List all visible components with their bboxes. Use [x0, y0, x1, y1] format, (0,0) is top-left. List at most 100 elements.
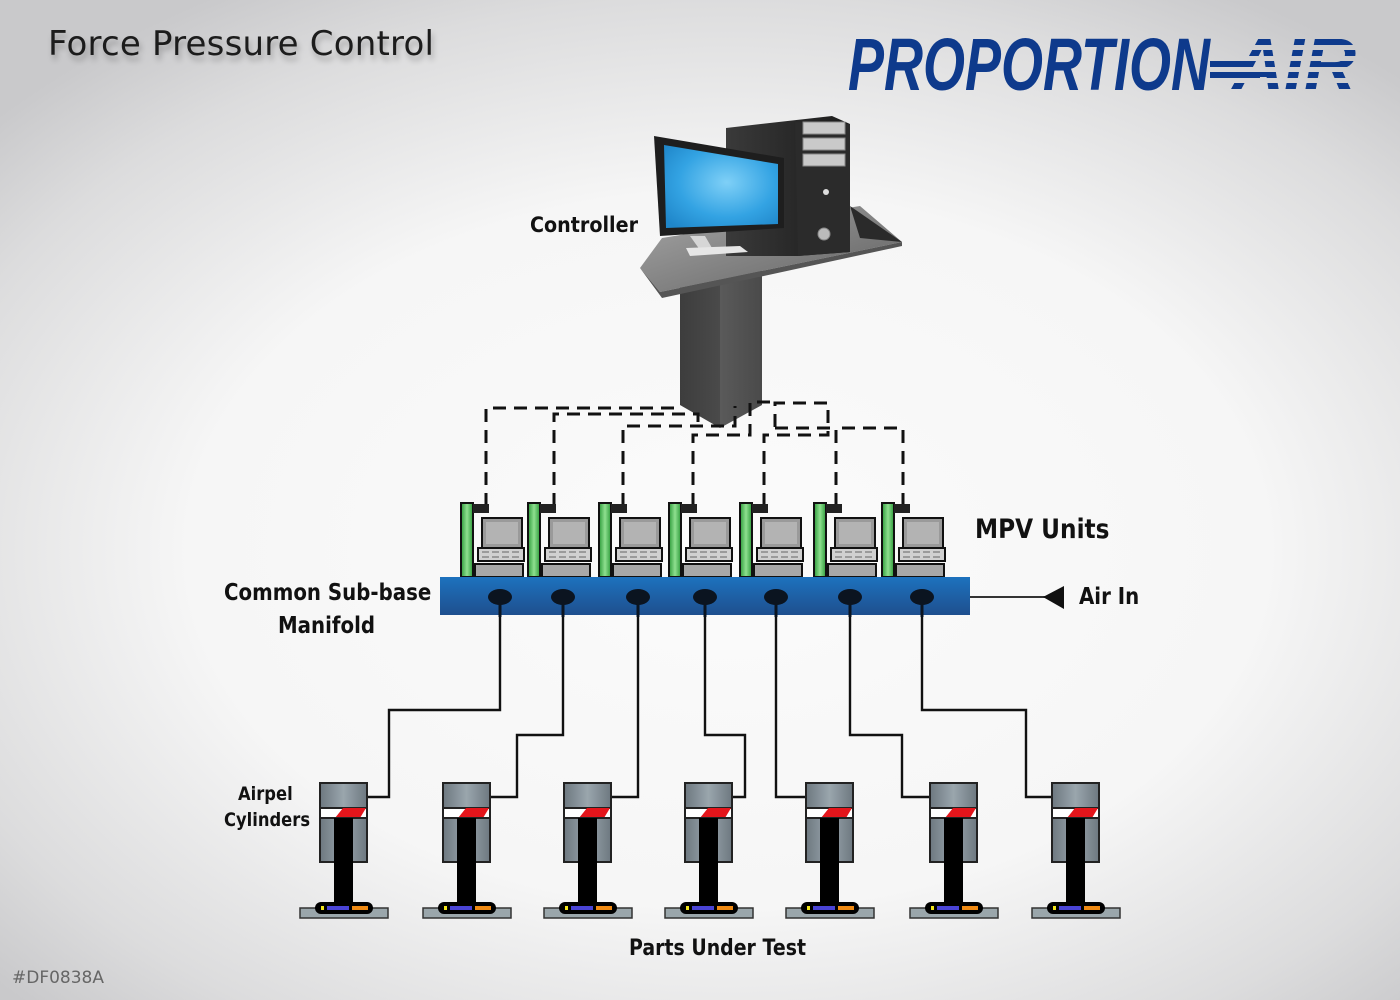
- mpv-green-rail: [668, 502, 682, 578]
- piston-seal: [335, 808, 366, 818]
- mpv-keypad: [830, 547, 878, 562]
- mpv-green-rail: [460, 502, 474, 578]
- mpv-connector: [681, 504, 697, 513]
- cylinder-rod: [1066, 818, 1085, 908]
- airpel-cylinder: [422, 782, 512, 919]
- logo-wordmark-air: AIR: [1230, 23, 1356, 102]
- control-signal-line: [552, 412, 700, 506]
- parts-under-test-label: Parts Under Test: [629, 936, 807, 961]
- piston-seal: [458, 808, 489, 818]
- air-supply-line: [920, 617, 1052, 799]
- cylinders-label-line1: Airpel: [238, 783, 293, 805]
- control-signal-line: [762, 401, 830, 506]
- mpv-unit: [813, 502, 878, 578]
- control-signal-line: [621, 406, 737, 506]
- mpv-unit: [598, 502, 663, 578]
- cylinder-head: [563, 782, 612, 809]
- mpv-base: [612, 563, 662, 578]
- mpv-keypad: [477, 547, 525, 562]
- cylinder-rod: [457, 818, 476, 908]
- mpv-base: [827, 563, 877, 578]
- part-under-test: [422, 902, 512, 919]
- piston-seal: [945, 808, 976, 818]
- mpv-connector: [826, 504, 842, 513]
- part-under-test: [299, 902, 389, 919]
- mpv-base: [682, 563, 732, 578]
- mpv-connector: [473, 504, 489, 513]
- controller-label: Controller: [530, 213, 639, 237]
- cylinder-head: [1051, 782, 1100, 809]
- airpel-cylinder: [785, 782, 875, 919]
- control-signal-line: [484, 406, 680, 506]
- mpv-connector: [540, 504, 556, 513]
- manifold-label-line2: Manifold: [278, 613, 376, 639]
- mpv-base: [541, 563, 591, 578]
- control-signal-lines: [484, 400, 905, 506]
- airpel-cylinder: [543, 782, 633, 919]
- mpv-keypad: [685, 547, 733, 562]
- piston-seal: [700, 808, 731, 818]
- mpv-units-label: MPV Units: [975, 514, 1110, 545]
- mpv-connector: [611, 504, 627, 513]
- air-supply-line: [848, 617, 930, 799]
- mpv-unit: [739, 502, 804, 578]
- mpv-unit: [881, 502, 946, 578]
- mpv-base: [753, 563, 803, 578]
- cylinder-head: [442, 782, 491, 809]
- control-signal-line: [775, 426, 838, 506]
- cylinders-label-line2: Cylinders: [224, 809, 311, 831]
- airpel-cylinder: [664, 782, 754, 919]
- manifold-label-line1: Common Sub-base: [224, 580, 432, 606]
- logo-wordmark-proportion: PROPORTION: [848, 23, 1211, 102]
- cylinder-head: [929, 782, 978, 809]
- page-title: Force Pressure Control: [48, 24, 435, 64]
- mpv-green-rail: [881, 502, 895, 578]
- mpv-connector: [894, 504, 910, 513]
- cylinder-rod: [820, 818, 839, 908]
- mpv-keypad: [898, 547, 946, 562]
- mpv-unit: [460, 502, 525, 578]
- proportion-air-logo: PROPORTION AIR: [848, 23, 1356, 102]
- air-in-arrow-icon: [1043, 586, 1064, 609]
- manifold-ports: [488, 589, 934, 617]
- airpel-cylinder: [299, 782, 389, 919]
- air-supply-line: [703, 617, 747, 799]
- cylinder-head: [684, 782, 733, 809]
- mpv-base: [895, 563, 945, 578]
- mpv-unit: [668, 502, 733, 578]
- air-supply-lines: [367, 617, 1052, 799]
- mpv-green-rail: [527, 502, 541, 578]
- mpv-keypad: [544, 547, 592, 562]
- air-supply-line: [774, 617, 806, 799]
- airpel-cylinders-group: [299, 782, 1121, 919]
- air-in-label: Air In: [1079, 584, 1140, 610]
- mpv-green-rail: [813, 502, 827, 578]
- cylinder-rod: [334, 818, 353, 908]
- mpv-green-rail: [739, 502, 753, 578]
- cylinder-rod: [944, 818, 963, 908]
- air-supply-line: [367, 617, 502, 799]
- piston-seal: [821, 808, 852, 818]
- part-under-test: [909, 902, 999, 919]
- piston-seal: [579, 808, 610, 818]
- part-under-test: [785, 902, 875, 919]
- part-under-test: [664, 902, 754, 919]
- part-under-test: [1031, 902, 1121, 919]
- control-signal-line: [836, 426, 905, 506]
- mpv-keypad: [615, 547, 663, 562]
- cylinder-head: [319, 782, 368, 809]
- mpv-base: [474, 563, 524, 578]
- air-supply-line: [611, 617, 640, 799]
- mpv-unit: [527, 502, 592, 578]
- controller-workstation-icon: [640, 116, 902, 428]
- cylinder-rod: [699, 818, 718, 908]
- document-code: #DF0838A: [12, 968, 105, 988]
- cylinder-rod: [578, 818, 597, 908]
- air-supply-line: [490, 617, 565, 799]
- mpv-keypad: [756, 547, 804, 562]
- airpel-cylinder: [1031, 782, 1121, 919]
- mpv-green-rail: [598, 502, 612, 578]
- part-under-test: [543, 902, 633, 919]
- piston-seal: [1067, 808, 1098, 818]
